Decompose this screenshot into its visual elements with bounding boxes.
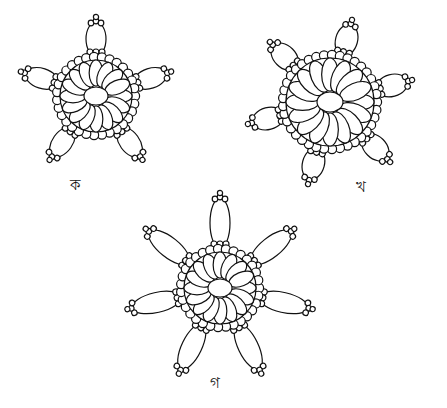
small-bead — [310, 306, 316, 312]
small-bead — [163, 75, 170, 82]
small-bead — [131, 154, 139, 162]
long-bead — [210, 198, 230, 248]
small-bead — [18, 68, 25, 75]
arm — [356, 128, 400, 172]
figure-label: খ — [354, 178, 368, 196]
small-bead — [305, 181, 311, 187]
center-bead — [84, 87, 108, 105]
long-bead — [143, 224, 195, 271]
figure-label: গ — [208, 374, 222, 392]
small-bead — [404, 83, 411, 90]
arm — [111, 122, 152, 167]
small-bead — [378, 157, 386, 165]
small-bead — [301, 174, 308, 181]
arm — [86, 14, 106, 56]
arm — [257, 287, 318, 319]
small-bead — [168, 68, 175, 75]
small-bead — [222, 196, 228, 202]
small-bead — [274, 39, 282, 47]
ornament-figure — [15, 14, 176, 167]
long-bead — [130, 287, 183, 318]
small-bead — [46, 156, 53, 163]
ornament-figure — [243, 15, 418, 190]
small-bead — [173, 362, 180, 369]
small-bead — [124, 306, 130, 312]
arm — [228, 320, 271, 381]
small-bead — [289, 232, 297, 240]
arm — [137, 219, 195, 271]
small-bead — [386, 158, 393, 165]
long-bead — [257, 287, 310, 318]
small-bead — [266, 38, 273, 45]
body-disc — [286, 58, 374, 146]
small-bead — [25, 65, 32, 72]
arm — [123, 287, 184, 319]
arm — [260, 32, 304, 76]
center-bead — [208, 279, 232, 297]
small-bead — [142, 225, 149, 232]
small-bead — [139, 156, 146, 163]
small-bead — [409, 77, 415, 83]
small-bead — [45, 148, 53, 156]
small-bead — [245, 121, 251, 127]
long-bead — [44, 122, 80, 161]
small-bead — [175, 370, 182, 377]
long-bead — [245, 224, 297, 271]
small-bead — [302, 309, 309, 316]
small-bead — [129, 300, 136, 307]
body-disc — [184, 252, 256, 324]
small-bead — [217, 190, 222, 195]
long-bead — [356, 128, 394, 166]
small-bead — [349, 17, 355, 23]
small-bead — [352, 24, 359, 31]
arm — [210, 190, 230, 248]
body-disc — [60, 60, 132, 132]
ornament-figure — [123, 190, 318, 380]
small-bead — [98, 20, 104, 26]
center-bead — [317, 92, 343, 112]
small-bead — [150, 225, 158, 233]
arm — [169, 320, 212, 381]
long-bead — [228, 320, 268, 374]
long-bead — [86, 22, 106, 56]
small-bead — [250, 367, 257, 374]
small-bead — [249, 114, 256, 121]
arm — [40, 122, 81, 167]
small-bead — [93, 14, 98, 19]
long-bead — [266, 38, 304, 76]
small-bead — [258, 370, 265, 377]
arm — [245, 219, 303, 271]
long-bead — [111, 122, 147, 161]
small-bead — [291, 225, 298, 232]
figure-label: ক — [68, 176, 83, 194]
arm — [332, 15, 363, 59]
